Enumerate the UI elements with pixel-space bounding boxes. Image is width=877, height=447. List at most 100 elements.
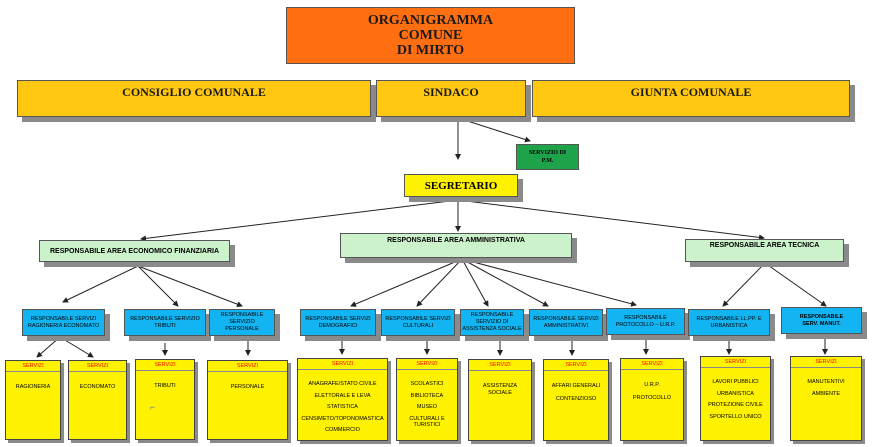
- area-economico-finanziaria-label: RESPONSABILE AREA ECONOMICO FINANZIARIA: [49, 247, 220, 255]
- area-amministrativa-box: RESPONSABILE AREA AMMINISTRATIVA: [340, 233, 572, 258]
- title-line2: COMUNE: [398, 28, 463, 43]
- resp-line2: SERV. MANUT.: [802, 320, 841, 327]
- resp-line2: TRIBUTI: [154, 322, 176, 329]
- servizi-manutentivi: SERVIZI MANUTENTIVI AMBIENTE: [790, 356, 862, 441]
- resp-line2: DEMOGRAFICI: [318, 322, 358, 329]
- servizi-header: SERVIZI: [69, 361, 126, 372]
- resp-line2: URBANISTICA: [710, 322, 748, 329]
- servizi-item: STATISTICA: [327, 404, 358, 410]
- resp-line2: AMMINISTRATIVI: [543, 322, 589, 329]
- resp-manutenzione: RESPONSABILE SERV. MANUT.: [781, 307, 862, 334]
- resp-line1: RESPONSABILE SERVIZI: [30, 315, 97, 322]
- servizi-item: AMBIENTE: [811, 390, 841, 397]
- resp-demografici: RESPONSABILE SERVIZI DEMOGRAFICI: [300, 309, 376, 336]
- servizi-item: PERSONALE: [230, 384, 265, 390]
- servizi-item: PROTOCOLLO: [632, 394, 672, 401]
- servizi-item: TRIBUTI: [154, 383, 176, 389]
- servizi-item: ELETTORALE E LEVA: [314, 392, 371, 399]
- consiglio-comunale-box: CONSIGLIO COMUNALE: [17, 80, 371, 117]
- giunta-comunale-label: GIUNTA COMUNALE: [630, 85, 752, 99]
- servizi-item: BIBLIOTECA: [410, 392, 444, 399]
- resp-line1: RESPONSABILE SERVIZIO: [220, 312, 264, 325]
- servizi-item: U.R.P.: [644, 382, 660, 388]
- servizi-item: AFFARI GENERALI: [551, 383, 601, 389]
- servizi-ragioneria: SERVIZI RAGIONERIA: [5, 360, 61, 440]
- servizi-item: RAGIONERIA: [15, 384, 51, 390]
- title-box: ORGANIGRAMMA COMUNE DI MIRTO: [286, 7, 575, 64]
- servizio-pm-box: SERVIZIO DI P.M.: [516, 144, 579, 170]
- servizi-culturali: SERVIZI SCOLASTICI BIBLIOTECA MUSEO CULT…: [396, 358, 458, 441]
- resp-line2: RAGIONERIA ECONOMATO: [27, 322, 100, 329]
- servizio-pm-line1: SERVIZIO DI: [528, 150, 567, 156]
- stray-mark: ⌐: [150, 402, 156, 412]
- servizi-item: URBANISTICA: [717, 390, 754, 397]
- resp-line1: RESPONSABILE: [470, 312, 514, 318]
- segretario-label: SEGRETARIO: [424, 179, 498, 192]
- sindaco-box: SINDACO: [376, 80, 526, 117]
- servizi-header: SERVIZI: [791, 357, 861, 368]
- servizi-item: COMMERCIO: [325, 427, 360, 433]
- servizi-header: SERVIZI: [136, 360, 194, 371]
- servizi-item: PROTEZIONE CIVILE: [708, 402, 763, 408]
- title-line1: ORGANIGRAMMA: [367, 13, 494, 28]
- servizi-tributi: SERVIZI TRIBUTI: [135, 359, 195, 440]
- resp-tributi: RESPONSABILE SERVIZIO TRIBUTI: [124, 309, 206, 336]
- resp-assistenza-sociale: RESPONSABILE SERVIZIO DI ASSISTENZA SOCI…: [460, 309, 524, 336]
- area-amministrativa-label: RESPONSABILE AREA AMMINISTRATIVA: [387, 237, 525, 244]
- resp-culturali: RESPONSABILE SERVIZI CULTURALI: [381, 309, 455, 336]
- resp-personale: RESPONSABILE SERVIZIO PERSONALE: [209, 309, 275, 336]
- servizi-personale: SERVIZI PERSONALE: [207, 360, 288, 440]
- resp-line1: RESPONSABILE SERVIZI: [533, 315, 599, 322]
- resp-line2: CULTURALI: [402, 322, 434, 329]
- servizi-item: MANUTENTIVI: [807, 379, 845, 385]
- servizi-header: SERVIZI: [6, 361, 60, 372]
- servizi-header: SERVIZI: [469, 360, 531, 371]
- resp-ragioneria-economato: RESPONSABILE SERVIZI RAGIONERIA ECONOMAT…: [22, 309, 105, 336]
- servizi-item: SCOLASTICI: [410, 381, 444, 387]
- resp-line1: RESPONSABILE LL.PP. E: [696, 315, 762, 322]
- resp-llpp-urbanistica: RESPONSABILE LL.PP. E URBANISTICA: [688, 309, 770, 336]
- resp-line1: RESPONSABILE: [799, 313, 844, 320]
- area-tecnica-box: RESPONSABILE AREA TECNICA: [685, 239, 844, 262]
- servizi-header: SERVIZI: [701, 357, 770, 368]
- servizi-item: MUSEO: [416, 404, 438, 410]
- resp-line3: ASSISTENZA SOCIALE: [462, 326, 522, 332]
- segretario-box: SEGRETARIO: [404, 174, 518, 197]
- area-tecnica-label: RESPONSABILE AREA TECNICA: [709, 242, 820, 249]
- resp-line2: PROTOCOLLO – U.R.P.: [615, 321, 676, 328]
- servizi-header: SERVIZI: [208, 361, 287, 372]
- servizi-header: SERVIZI: [544, 360, 608, 371]
- servizi-item: LAVORI PUBBLICI: [712, 379, 759, 385]
- servizi-item: CULTURALI E TURISTICI: [409, 415, 445, 429]
- resp-line1: RESPONSABILE: [624, 314, 667, 321]
- resp-protocollo-urp: RESPONSABILE PROTOCOLLO – U.R.P.: [606, 308, 685, 335]
- consiglio-comunale-label: CONSIGLIO COMUNALE: [122, 85, 266, 99]
- sindaco-label: SINDACO: [423, 85, 479, 99]
- giunta-comunale-box: GIUNTA COMUNALE: [532, 80, 850, 117]
- servizi-protocollo-urp: SERVIZI U.R.P. PROTOCOLLO: [620, 358, 684, 441]
- servizi-header: SERVIZI: [298, 359, 387, 370]
- servizi-lavori-pubblici: SERVIZI LAVORI PUBBLICI URBANISTICA PROT…: [700, 356, 771, 441]
- servizi-item: ANAGRAFE/STATO CIVILE: [308, 381, 377, 387]
- title-line3: DI MIRTO: [396, 43, 465, 58]
- servizi-header: SERVIZI: [397, 359, 457, 370]
- resp-line1: RESPONSABILE SERVIZI: [305, 315, 371, 322]
- servizi-header: SERVIZI: [621, 359, 683, 370]
- area-economico-finanziaria-box: RESPONSABILE AREA ECONOMICO FINANZIARIA: [39, 240, 230, 262]
- servizio-pm-line2: P.M.: [541, 158, 554, 164]
- servizi-demografici: SERVIZI ANAGRAFE/STATO CIVILE ELETTORALE…: [297, 358, 388, 441]
- resp-line2: SERVIZIO DI: [475, 319, 509, 325]
- resp-line1: RESPONSABILE SERVIZI: [385, 315, 451, 322]
- servizi-economato: SERVIZI ECONOMATO: [68, 360, 127, 440]
- servizi-amministrativi: SERVIZI AFFARI GENERALI CONTENZIOSO: [543, 359, 609, 441]
- servizi-item: SPORTELLO UNICO: [709, 413, 762, 420]
- resp-line2: PERSONALE: [225, 326, 259, 332]
- servizi-item: CONTENZIOSO: [555, 395, 597, 402]
- resp-amministrativi: RESPONSABILE SERVIZI AMMINISTRATIVI: [529, 309, 603, 336]
- servizi-assistenza-sociale: SERVIZI ASSISTENZA SOCIALE: [468, 359, 532, 441]
- resp-line1: RESPONSABILE SERVIZIO: [130, 315, 200, 322]
- servizi-item: CENSIMETO/TOPONOMASTICA: [301, 415, 384, 422]
- servizi-item: ASSISTENZA SOCIALE: [482, 383, 518, 396]
- servizi-item: ECONOMATO: [79, 384, 116, 390]
